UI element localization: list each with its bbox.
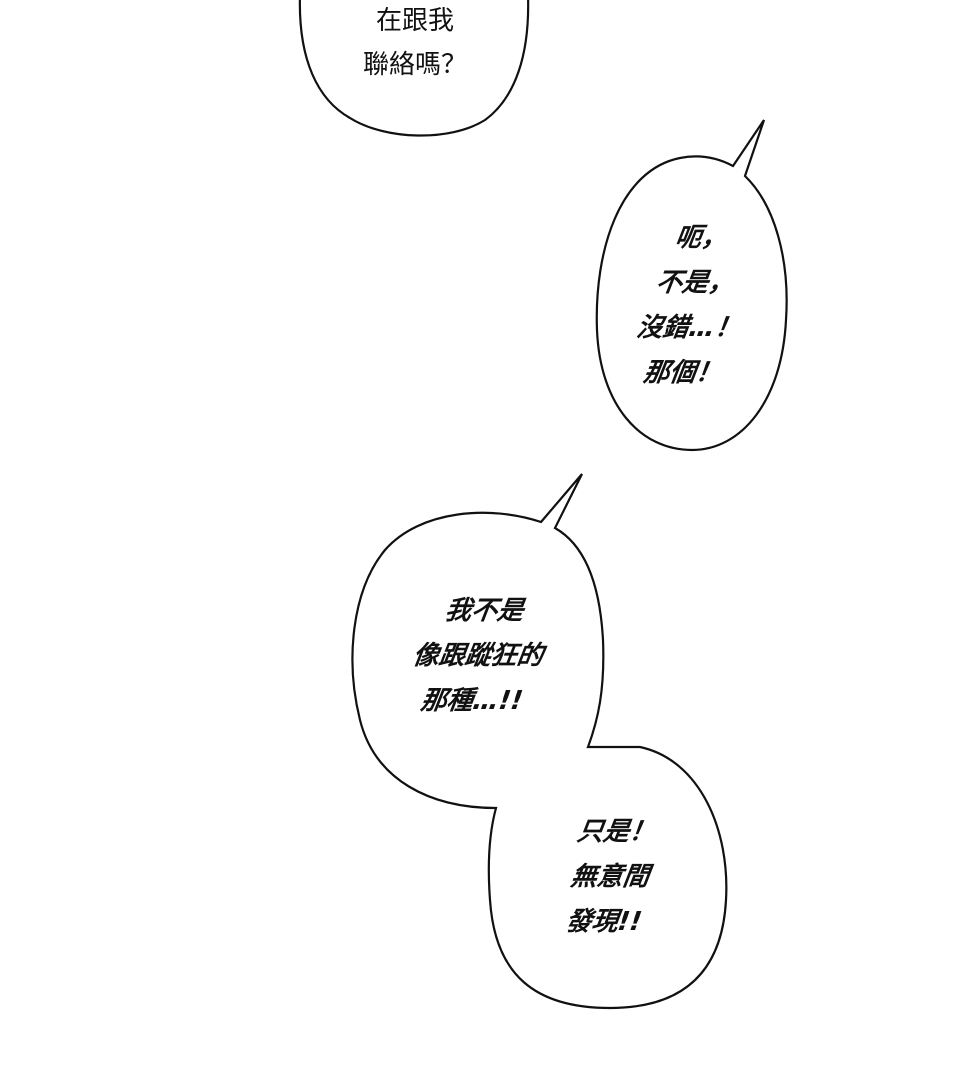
- speech-bubble-1-outline: [298, 0, 530, 137]
- bubble-3-line-2: 像跟蹤狂的: [410, 641, 546, 671]
- bubble-4-line-3: 發現!!: [563, 907, 644, 937]
- bubble-2-line-2: 不是，: [654, 268, 737, 298]
- speech-bubble-4: 只是！ 無意間 發現!!: [526, 810, 695, 945]
- bubble-3-line-3: 那種…!!: [418, 686, 525, 716]
- bubble-2-line-4: 那個！: [641, 358, 724, 388]
- speech-bubble-1: 在跟我 聯絡嗎？: [330, 0, 500, 87]
- speech-bubble-3: 我不是 像跟蹤狂的 那種…!!: [369, 589, 588, 724]
- bubble-3-line-1: 我不是: [443, 596, 526, 626]
- bubble-1-line-1: 在跟我: [375, 6, 454, 36]
- bubble-2-line-1: 呃，: [673, 223, 730, 253]
- speech-bubble-2-outline: [595, 119, 788, 452]
- speech-bubble-3-4-outline: [351, 473, 728, 1010]
- speech-bubble-2: 呃， 不是， 沒錯…！ 那個！: [604, 216, 779, 396]
- bubble-1-line-2: 聯絡嗎？: [362, 50, 467, 80]
- bubble-4-line-1: 只是！: [575, 817, 658, 847]
- bubble-4-line-2: 無意間: [568, 862, 652, 892]
- bubble-2-line-3: 沒錯…！: [634, 313, 744, 343]
